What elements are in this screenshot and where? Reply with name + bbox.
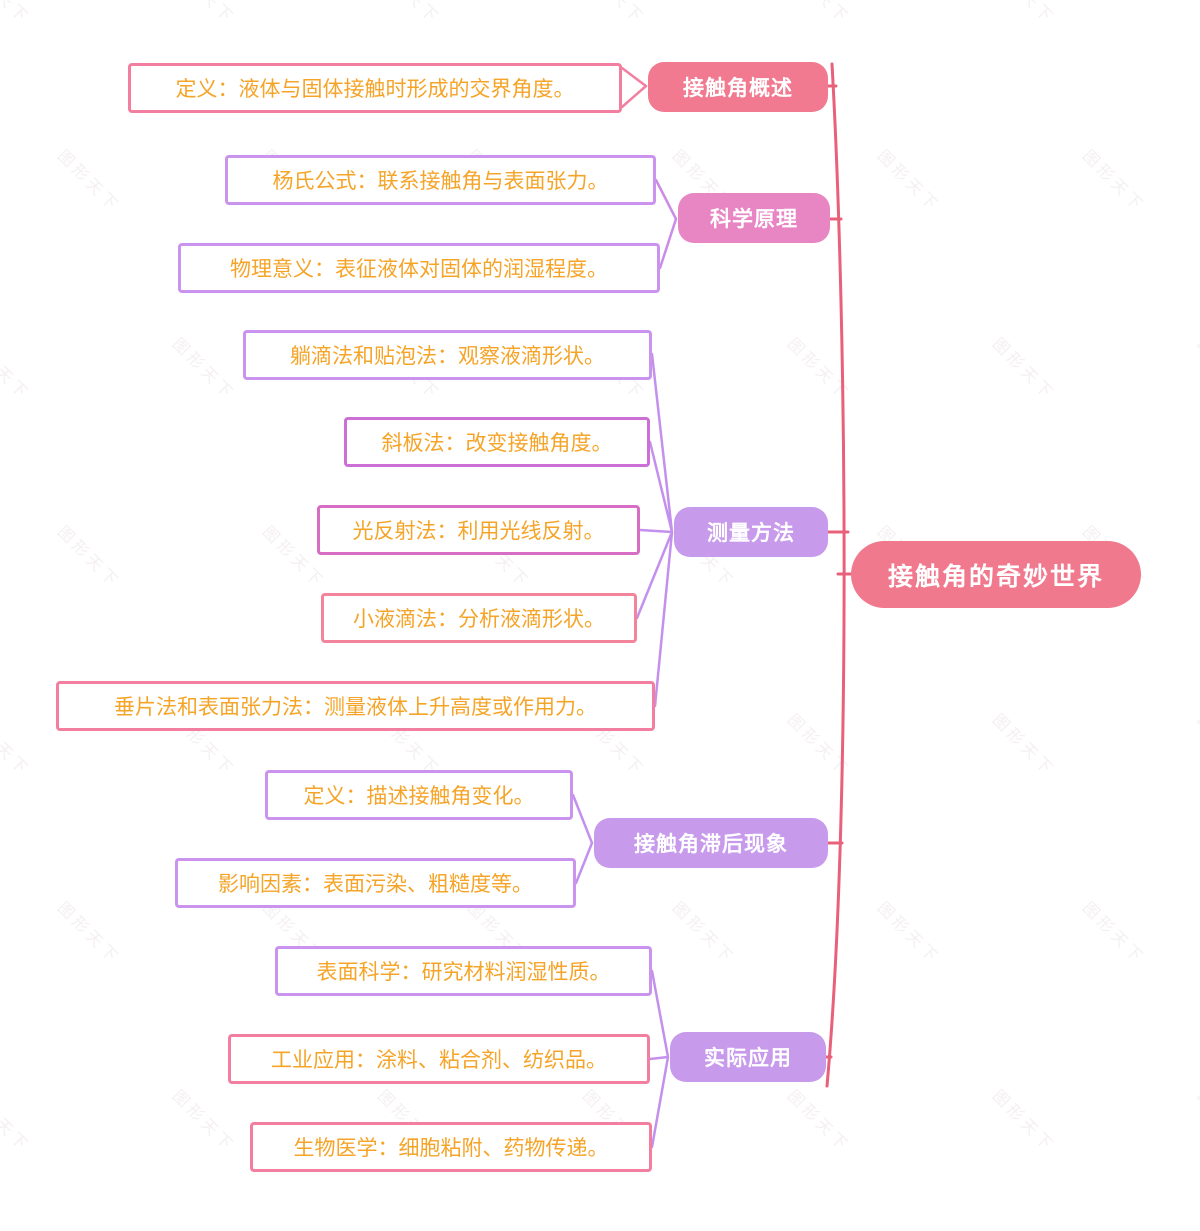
branch-hysteresis-phenomenon[interactable]: 接触角滞后现象 xyxy=(594,818,828,868)
leaf-sessile-drop-method[interactable]: 躺滴法和贴泡法：观察液滴形状。 xyxy=(243,330,652,380)
leaf-definition[interactable]: 定义：液体与固体接触时形成的交界角度。 xyxy=(128,63,622,113)
leaf-light-reflection-method[interactable]: 光反射法：利用光线反射。 xyxy=(317,505,640,555)
branch-measurement-methods[interactable]: 测量方法 xyxy=(674,507,828,557)
leaf-tilted-plate-method[interactable]: 斜板法：改变接触角度。 xyxy=(344,417,650,467)
leaf-small-droplet-method[interactable]: 小液滴法：分析液滴形状。 xyxy=(321,593,637,643)
leaf-physical-meaning[interactable]: 物理意义：表征液体对固体的润湿程度。 xyxy=(178,243,660,293)
connector-overview xyxy=(620,66,648,109)
connector-applications xyxy=(648,969,670,1149)
root-node[interactable]: 接触角的奇妙世界 xyxy=(851,541,1141,608)
leaf-youngs-equation[interactable]: 杨氏公式：联系接触角与表面张力。 xyxy=(225,155,656,205)
branch-scientific-principle[interactable]: 科学原理 xyxy=(678,193,830,243)
branch-contact-angle-overview[interactable]: 接触角概述 xyxy=(648,62,828,112)
leaf-surface-science[interactable]: 表面科学：研究材料润湿性质。 xyxy=(275,946,652,996)
connector-measurement xyxy=(635,352,674,708)
leaf-industrial-application[interactable]: 工业应用：涂料、粘合剂、纺织品。 xyxy=(228,1034,650,1084)
connector-principle xyxy=(654,178,678,270)
branch-practical-applications[interactable]: 实际应用 xyxy=(670,1032,826,1082)
leaf-wilhelmy-plate-method[interactable]: 垂片法和表面张力法：测量液体上升高度或作用力。 xyxy=(56,681,655,731)
leaf-biomedical[interactable]: 生物医学：细胞粘附、药物传递。 xyxy=(250,1122,652,1172)
leaf-influencing-factors[interactable]: 影响因素：表面污染、粗糙度等。 xyxy=(175,858,576,908)
connector-hysteresis xyxy=(571,793,594,885)
leaf-hysteresis-definition[interactable]: 定义：描述接触角变化。 xyxy=(265,770,573,820)
spine-line xyxy=(825,62,846,1088)
